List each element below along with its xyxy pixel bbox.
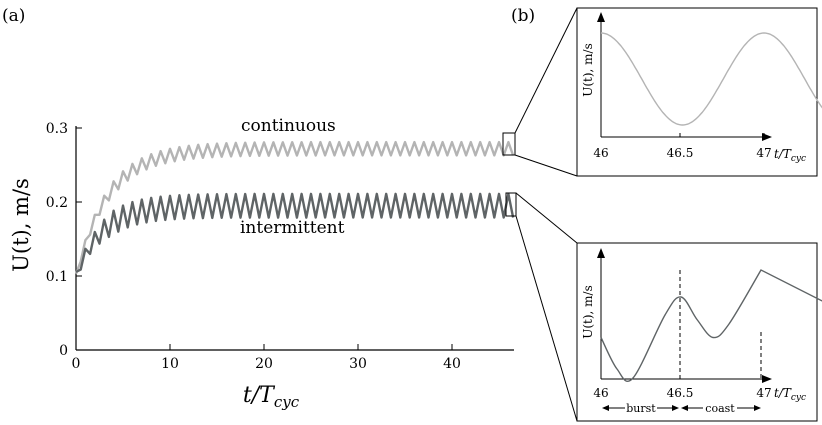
zoom-box-intermittent	[505, 192, 517, 217]
series-intermittent-line	[75, 192, 515, 273]
inset-intermittent-line	[600, 269, 822, 383]
inset-top-xtick-label: 46.5	[667, 146, 694, 160]
main-xtick-label: 0	[72, 356, 81, 372]
panel-label-a: (a)	[2, 6, 25, 26]
burst-label: burst	[626, 402, 656, 415]
inset-top-y-arrow	[597, 12, 605, 22]
burst-arrow-right-head	[672, 405, 679, 411]
inset-bottom-x-arrow	[762, 375, 772, 383]
main-chart: 0 0.1 0.2 0.3 0 10 20 30 40 continuous i…	[9, 116, 517, 411]
inset-bottom-frame	[576, 242, 818, 422]
main-ytick-label: 0	[59, 343, 68, 359]
main-y-ticks: 0 0.1 0.2 0.3	[46, 121, 82, 359]
main-xtick-label: 10	[161, 356, 179, 372]
inset-bottom-xtick-label: 47	[756, 386, 771, 400]
label-intermittent: intermittent	[240, 218, 345, 238]
inset-continuous: 46 46.5 47 t/Tcyc U(t), m/s	[576, 7, 822, 177]
inset-bottom-xtick-label: 46	[593, 386, 608, 400]
inset-bottom-y-arrow	[597, 248, 605, 258]
connector-bottom-1	[515, 192, 578, 244]
inset-top-frame	[576, 7, 818, 177]
main-xtick-label: 40	[443, 356, 461, 372]
panel-label-b: (b)	[511, 6, 535, 26]
connector-bottom-2	[515, 215, 578, 422]
inset-bottom-y-axis-label: U(t), m/s	[581, 285, 595, 339]
inset-intermittent: 46 46.5 47 t/Tcyc U(t), m/s burst coast	[576, 242, 822, 422]
inset-top-xtick-label: 46	[593, 146, 608, 160]
main-x-ticks: 0 10 20 30 40	[72, 344, 461, 372]
series-continuous-line	[74, 140, 515, 275]
burst-label-bg	[625, 401, 657, 414]
zoom-box-continuous	[502, 132, 516, 156]
main-ytick-label: 0.2	[46, 195, 68, 211]
inset-top-x-axis-label: t/Tcyc	[774, 147, 806, 164]
connector-top-1	[514, 7, 578, 134]
inset-top-xtick-label: 47	[756, 146, 771, 160]
main-xtick-label: 20	[255, 356, 273, 372]
coast-arrow-right-head	[754, 405, 761, 411]
main-y-axis-label: U(t), m/s	[9, 178, 33, 272]
main-ytick-label: 0.3	[46, 121, 68, 137]
inset-top-y-axis-label: U(t), m/s	[581, 43, 595, 97]
connector-top-2	[514, 154, 578, 177]
coast-arrow-left-head	[681, 405, 688, 411]
inset-bottom-x-axis-label: t/Tcyc	[774, 386, 806, 403]
coast-label-bg	[703, 401, 737, 414]
main-ytick-label: 0.1	[46, 269, 68, 285]
main-xtick-label: 30	[349, 356, 367, 372]
zoom-connectors	[514, 7, 578, 422]
burst-arrow-left-head	[602, 405, 609, 411]
inset-bottom-xtick-label: 46.5	[667, 386, 694, 400]
coast-label: coast	[705, 402, 735, 415]
inset-continuous-line	[600, 32, 822, 126]
label-continuous: continuous	[241, 116, 336, 136]
main-x-axis-label: t/Tcyc	[243, 383, 300, 411]
